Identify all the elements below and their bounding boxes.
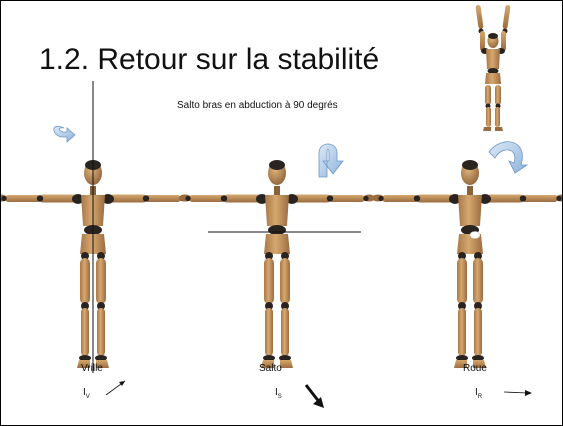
figure-vrille <box>1 160 191 368</box>
roue-rotation-arrow-icon <box>489 142 527 173</box>
salto-decrease-arrow-icon <box>306 385 324 408</box>
inertia-subscript: R <box>478 394 482 400</box>
inertia-symbol-roue: IR <box>475 387 482 400</box>
roue-constant-arrow-icon <box>504 390 532 396</box>
roue-axis-point <box>470 232 480 239</box>
vrille-increase-arrow-icon <box>106 381 125 395</box>
figure-label-salto: Salto <box>259 363 282 374</box>
figure-label-roue: Roue <box>463 363 487 374</box>
vrille-rotation-arrow-icon <box>54 126 75 142</box>
figure-label-vrille: Vrille <box>81 363 103 374</box>
inertia-symbol-vrille: IV <box>83 387 90 400</box>
figure-salto <box>179 160 375 368</box>
inertia-subscript: S <box>278 394 282 400</box>
inertia-symbol-salto: IS <box>275 387 282 400</box>
arms-up-figure <box>475 5 510 131</box>
inertia-subscript: V <box>86 394 90 400</box>
salto-rotation-arrow-icon <box>319 144 343 177</box>
figure-roue <box>372 160 562 368</box>
